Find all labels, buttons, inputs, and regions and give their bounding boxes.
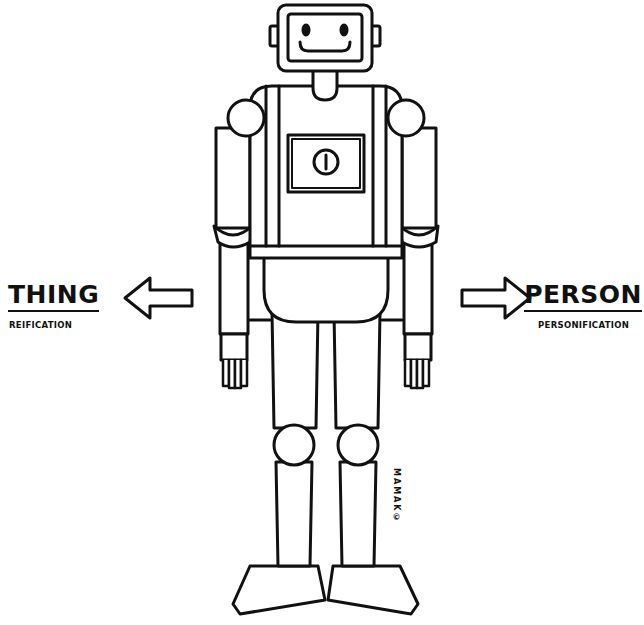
- robot-legs-part: [334, 312, 380, 428]
- concept-sublabel: PERSONIFICATION: [538, 321, 629, 330]
- robot-torso-part: [266, 86, 386, 246]
- robot-torso-part: [314, 150, 338, 174]
- robot-arms-part: [220, 240, 248, 334]
- robot-torso-part: [250, 245, 402, 248]
- robot-legs-part: [276, 462, 312, 566]
- artist-signature: MAMAK©: [392, 468, 400, 524]
- robot-torso-part: [292, 139, 360, 188]
- robot-arms-part: [382, 319, 402, 322]
- robot-head-part: [303, 25, 309, 35]
- robot-fingers-part: [241, 360, 247, 386]
- robot-fingers: [223, 360, 429, 388]
- robot-arms-part: [216, 128, 250, 228]
- robot-torso-part: [325, 155, 328, 169]
- robot-feet: [233, 566, 418, 614]
- concept-sublabel: REIFICATION: [9, 321, 72, 330]
- robot-arms-part: [221, 334, 247, 360]
- robot-neck: [313, 70, 337, 100]
- robot-arms-part: [400, 226, 438, 247]
- robot-arms-part: [405, 334, 431, 360]
- robot-pelvis-part: [264, 256, 388, 322]
- robot-arms-part: [404, 240, 432, 334]
- robot-legs-part: [340, 462, 376, 566]
- robot-head-part: [341, 25, 347, 35]
- robot-legs-part: [272, 312, 318, 428]
- robot-arms-part: [214, 226, 252, 247]
- concept-label: THING: [8, 282, 99, 312]
- robot-torso: [228, 86, 424, 258]
- robot-legs-part: [338, 425, 378, 465]
- direction-arrow-part: [125, 278, 192, 318]
- robot-torso-part: [388, 100, 424, 136]
- robot-pelvis: [264, 256, 388, 322]
- robot-torso-part: [288, 135, 364, 192]
- direction-arrow-part: [462, 278, 530, 318]
- robot-head-part: [288, 14, 362, 61]
- robot-torso-part: [228, 100, 264, 136]
- robot-arms-part: [250, 319, 270, 322]
- robot-legs-part: [274, 425, 314, 465]
- robot-head-part: [300, 42, 350, 51]
- robot-torso-part: [250, 86, 402, 258]
- robot-legs: [272, 312, 380, 566]
- robot-feet-part: [328, 566, 418, 614]
- robot-neck-part: [313, 70, 337, 100]
- concept-label: PERSON: [524, 282, 642, 312]
- robot-head: [270, 5, 380, 71]
- robot-fingers-part: [423, 360, 429, 386]
- robot-arms-part: [402, 128, 436, 228]
- robot-feet-part: [233, 566, 325, 614]
- robot-head-part: [278, 5, 372, 71]
